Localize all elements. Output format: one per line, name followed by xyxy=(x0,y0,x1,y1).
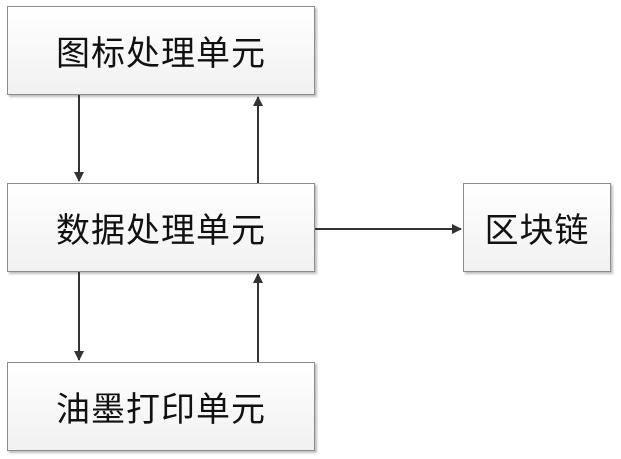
connector-layer xyxy=(0,0,621,459)
